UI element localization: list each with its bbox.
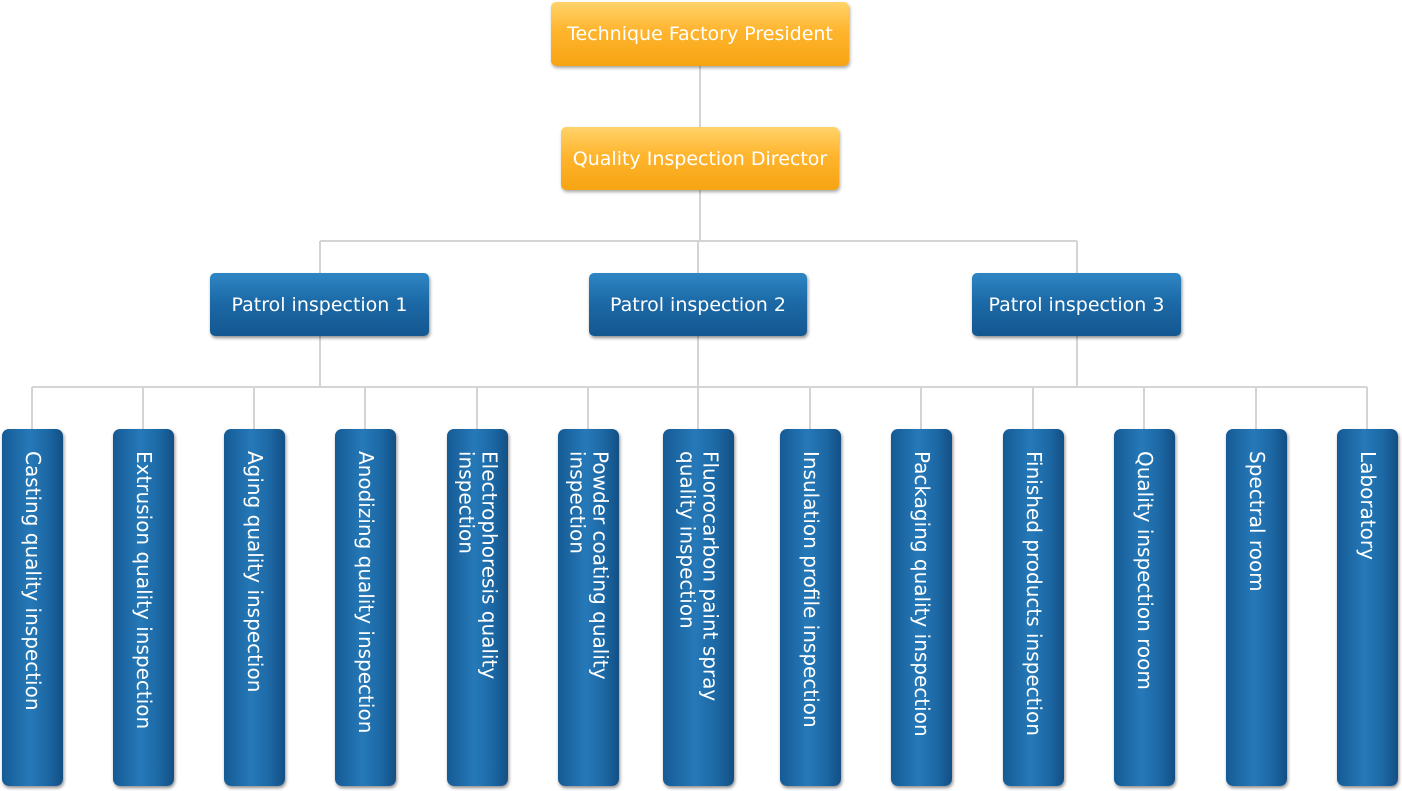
node-insulation-profile-inspection: Insulation profile inspection	[780, 429, 841, 786]
node-aging-quality-inspection: Aging quality inspection	[224, 429, 285, 786]
node-laboratory: Laboratory	[1337, 429, 1398, 786]
node-factory-president: Technique Factory President	[551, 2, 849, 66]
unit-label: Laboratory	[1356, 451, 1380, 560]
node-patrol-inspection-3-label: Patrol inspection 3	[988, 293, 1165, 316]
unit-label: Casting quality inspection	[21, 451, 45, 711]
unit-label: Insulation profile inspection	[799, 451, 823, 728]
unit-label: Anodizing quality inspection	[354, 451, 378, 734]
node-quality-inspection-director: Quality Inspection Director	[561, 127, 839, 190]
unit-label: Finished products inspection	[1022, 451, 1046, 736]
node-patrol-inspection-2: Patrol inspection 2	[589, 273, 807, 336]
node-factory-president-label: Technique Factory President	[567, 23, 833, 45]
node-powder-coating-quality-inspection: Powder coating quality inspection	[558, 429, 619, 786]
unit-label: Spectral room	[1245, 451, 1269, 592]
unit-label: Extrusion quality inspection	[132, 451, 156, 730]
node-patrol-inspection-2-label: Patrol inspection 2	[610, 293, 786, 316]
node-anodizing-quality-inspection: Anodizing quality inspection	[335, 429, 396, 786]
unit-label: Electrophoresis quality inspection	[454, 451, 502, 680]
unit-label: Aging quality inspection	[243, 451, 267, 693]
node-finished-products-inspection: Finished products inspection	[1003, 429, 1064, 786]
node-fluorocarbon-paint-spray-quality-inspection: Fluorocarbon paint spray quality inspect…	[663, 429, 734, 786]
node-extrusion-quality-inspection: Extrusion quality inspection	[113, 429, 174, 786]
node-quality-inspection-director-label: Quality Inspection Director	[572, 147, 828, 170]
node-packaging-quality-inspection: Packaging quality inspection	[891, 429, 952, 786]
unit-label: Packaging quality inspection	[910, 451, 934, 737]
node-quality-inspection-room: Quality inspection room	[1114, 429, 1175, 786]
node-patrol-inspection-1-label: Patrol inspection 1	[231, 293, 408, 316]
node-patrol-inspection-1: Patrol inspection 1	[210, 273, 429, 336]
unit-label: Powder coating quality inspection	[565, 451, 613, 680]
unit-label: Quality inspection room	[1133, 451, 1157, 690]
node-patrol-inspection-3: Patrol inspection 3	[972, 273, 1181, 336]
node-spectral-room: Spectral room	[1226, 429, 1287, 786]
node-electrophoresis-quality-inspection: Electrophoresis quality inspection	[447, 429, 508, 786]
node-casting-quality-inspection: Casting quality inspection	[2, 429, 63, 786]
unit-label: Fluorocarbon paint spray quality inspect…	[675, 451, 723, 702]
